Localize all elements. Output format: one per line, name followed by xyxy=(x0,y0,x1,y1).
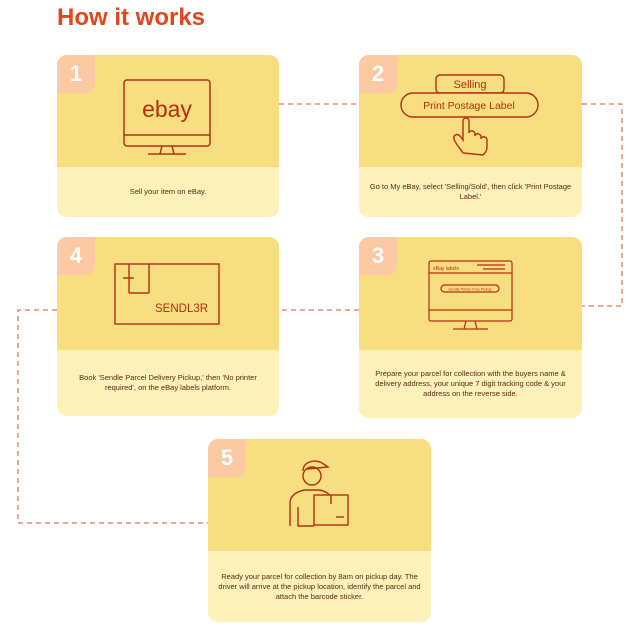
connector-2-3 xyxy=(582,103,623,307)
print-label-click-icon: Selling Print Postage Label xyxy=(400,74,539,156)
step-number-badge: 3 xyxy=(359,237,397,275)
print-postage-label-button: Print Postage Label xyxy=(423,100,515,112)
step-card-1: 1 ebay Sell your item on eBay. xyxy=(57,55,279,217)
box-label: SENDL3R xyxy=(155,303,208,315)
selling-tab-label: Selling xyxy=(453,79,486,91)
step-description: Prepare your parcel for collection with … xyxy=(375,369,566,398)
step-card-3: 3 eBay labels Sendle Printer-Free Pickup… xyxy=(359,237,582,418)
step-number-badge: 2 xyxy=(359,55,397,93)
ebay-logo-text: ebay xyxy=(142,96,192,122)
parcel-box-icon: SENDL3R xyxy=(114,263,220,325)
step-description: Ready your parcel for collection by 8am … xyxy=(218,571,421,601)
courier-driver-icon xyxy=(289,460,349,527)
ebay-labels-screen-title: eBay labels xyxy=(433,266,459,272)
step-number-badge: 1 xyxy=(57,55,95,93)
step-card-2: 2 Selling Print Postage Label Go to My e… xyxy=(359,55,582,217)
step-description: Go to My eBay, select 'Selling/Sold', th… xyxy=(369,182,572,201)
step-card-4: 4 SENDL3R Book 'Sendle Parcel Delivery P… xyxy=(57,237,279,416)
step-card-5: 5 Ready your parcel for collection by 8a… xyxy=(208,439,431,622)
step-description: Sell your item on eBay. xyxy=(129,187,207,196)
step-number-badge: 5 xyxy=(208,439,246,477)
monitor-ebay-labels-icon: eBay labels Sendle Printer-Free Pickup xyxy=(428,260,513,330)
step-number-badge: 4 xyxy=(57,237,95,275)
connector-4-5 xyxy=(17,309,208,524)
step-description: Book 'Sendle Parcel Delivery Pickup,' th… xyxy=(79,373,257,392)
monitor-ebay-icon: ebay xyxy=(123,79,211,155)
page-title: How it works xyxy=(57,4,206,31)
sendle-pickup-button: Sendle Printer-Free Pickup xyxy=(448,288,491,292)
